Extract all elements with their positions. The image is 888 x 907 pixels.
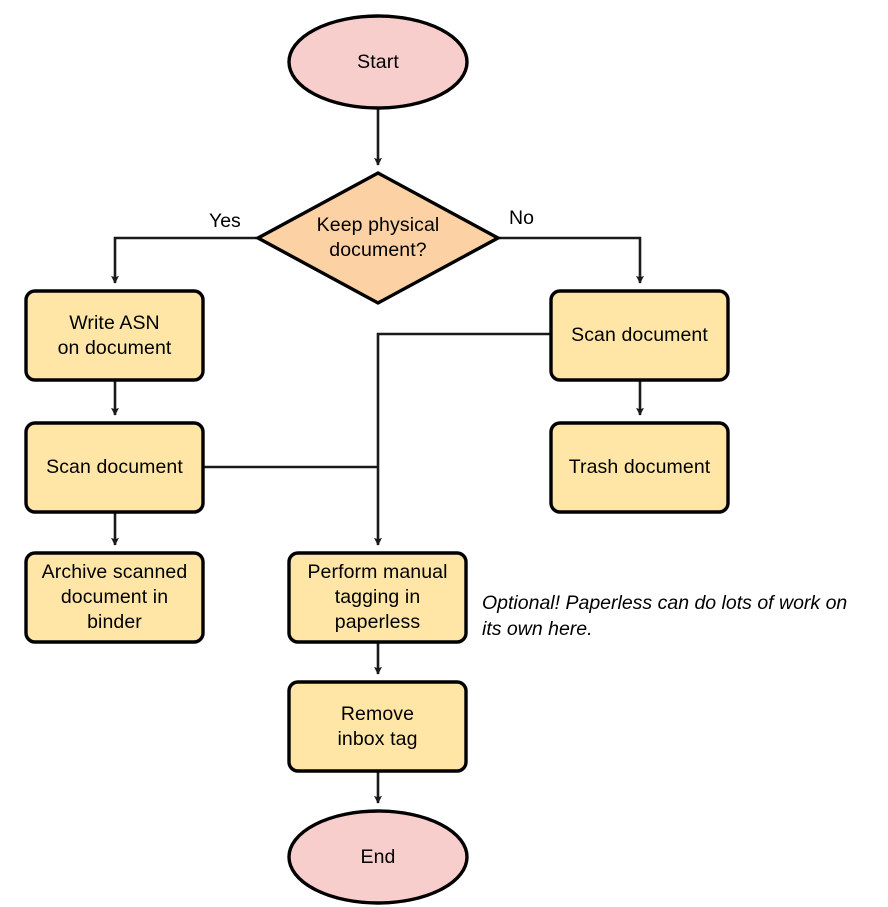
edge-decision-yes-to-write-asn: [111, 236, 258, 284]
edge-decision-no-to-scan-right: [498, 236, 644, 284]
node-trash-document[interactable]: [549, 421, 730, 514]
edge-scan-right-to-manual-tagging: [374, 332, 551, 546]
optional-note: Optional! Paperless can do lots of work …: [482, 592, 848, 640]
node-remove-inbox-tag[interactable]: [287, 680, 468, 773]
node-decision-keep-physical-document[interactable]: [254, 171, 502, 305]
node-archive-scanned-document-in-binder[interactable]: [24, 551, 205, 644]
edge-label-yes: Yes: [209, 210, 241, 232]
node-end[interactable]: [287, 809, 469, 905]
node-perform-manual-tagging-in-paperless[interactable]: [287, 551, 468, 644]
node-scan-document-left[interactable]: [24, 421, 205, 514]
edge-label-no: No: [509, 207, 534, 229]
node-start[interactable]: [287, 14, 469, 110]
node-write-asn-on-document[interactable]: [24, 289, 205, 382]
node-scan-document-right[interactable]: [549, 289, 730, 382]
